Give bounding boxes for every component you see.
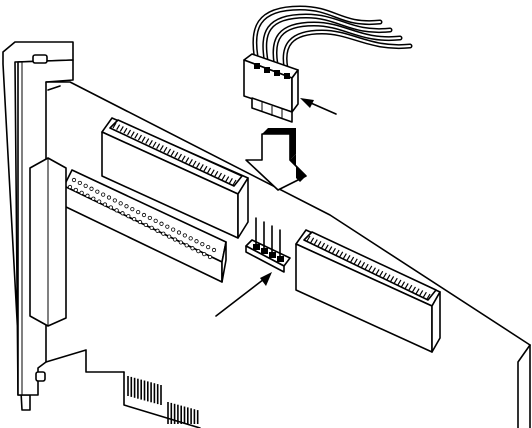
power-cable [255,8,410,68]
callout-arrow-connector [300,98,336,114]
callout-arrow-header [216,272,272,316]
bracket-standoff [30,158,66,326]
power-header [246,218,290,272]
cable-connector [244,54,298,122]
insert-arrow-icon [246,128,306,190]
right-scsi-connector [296,230,440,352]
